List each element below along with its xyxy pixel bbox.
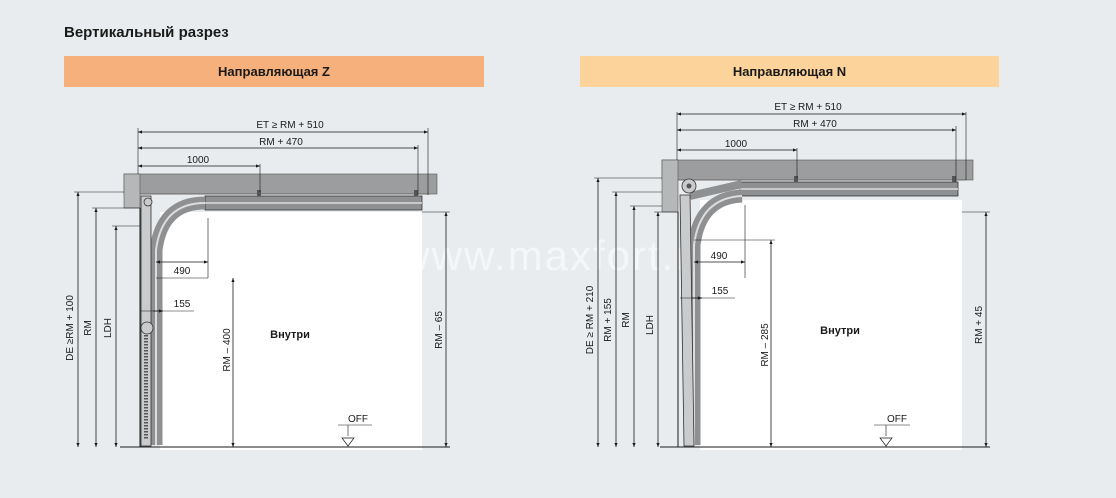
inside-label-z: Внутри — [270, 329, 310, 341]
inside-area-n — [700, 200, 962, 450]
dim-rm400-z: RM – 400 — [222, 328, 233, 372]
page-title: Вертикальный разрез — [64, 24, 229, 41]
dim-155-z: 155 — [174, 299, 191, 310]
inside-area-z — [160, 212, 422, 450]
off-label-z: OFF — [348, 414, 368, 425]
watermark: www.maxfort.ru — [398, 232, 716, 279]
dim-de-n: DE ≥ RM + 210 — [585, 285, 596, 354]
dim-ldh-n: LDH — [645, 315, 656, 335]
dim-rm470-n: RM + 470 — [793, 119, 837, 130]
dim-ldh-z: LDH — [103, 318, 114, 338]
ceiling-n — [661, 159, 974, 181]
door-panel-z — [140, 195, 152, 447]
labels-guide-n: ET ≥ RM + 510 RM + 470 1000 490 155 DE ≥… — [585, 102, 985, 425]
ceiling-z — [123, 173, 438, 195]
dim-de-z: DE ≥RM + 100 — [65, 295, 76, 361]
dim-rm65-z: RM – 65 — [434, 311, 445, 349]
dim-rm45-n: RM + 45 — [974, 306, 985, 345]
dim-rm155-n: RM + 155 — [603, 298, 614, 342]
dim-rm285-n: RM – 285 — [760, 323, 771, 367]
dim-et-n: ET ≥ RM + 510 — [774, 102, 842, 113]
banner-guide-n: Направляющая N — [580, 56, 999, 87]
dim-et-z: ET ≥ RM + 510 — [256, 120, 324, 131]
labels-guide-z: ET ≥ RM + 510 RM + 470 1000 490 155 DE ≥… — [65, 120, 445, 425]
diagram-guide-n — [594, 112, 990, 450]
lintel-z — [123, 173, 141, 209]
lintel-n — [661, 159, 679, 213]
dim-1000-n: 1000 — [725, 139, 748, 150]
spring-drum-z — [140, 321, 154, 335]
banner-guide-z: Направляющая Z — [64, 56, 484, 87]
dim-1000-z: 1000 — [187, 155, 210, 166]
door-panel-n — [679, 194, 695, 447]
dim-490-n: 490 — [711, 251, 728, 262]
dim-rm-z: RM — [83, 320, 94, 336]
dim-rm470-z: RM + 470 — [259, 137, 303, 148]
inside-label-n: Внутри — [820, 325, 860, 337]
dim-rm-n: RM — [621, 312, 632, 328]
dim-155-n: 155 — [712, 286, 729, 297]
dim-490-z: 490 — [174, 266, 191, 277]
off-label-n: OFF — [887, 414, 907, 425]
diagram-guide-z — [74, 128, 450, 450]
